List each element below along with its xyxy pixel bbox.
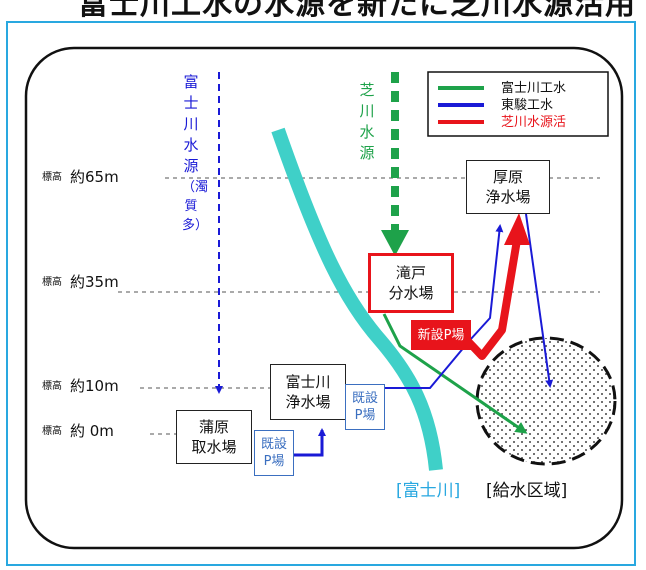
shiba-arrowhead (381, 230, 409, 256)
blue-route-kambara (294, 428, 326, 457)
supply-area (475, 336, 617, 466)
fuji-river (271, 127, 443, 471)
red-route (460, 239, 521, 360)
fuji-source-note: （濁質多） (182, 180, 209, 233)
elevation-prefix: 標高 (42, 424, 62, 437)
river-label: [富士川] (396, 481, 460, 501)
shiba-source-label: 芝川水源 (359, 81, 375, 162)
supply-area-label: [給水区域] (486, 481, 567, 501)
elevation-value: 約 0m (70, 422, 114, 440)
blue-route-to-supply (525, 213, 554, 388)
elevation-prefix: 標高 (42, 170, 62, 183)
legend-box (427, 71, 609, 137)
page-title-strip: 富士川工水の水源を新たに芝川水源活用 (0, 0, 646, 24)
elevation-value: 約65m (70, 168, 119, 186)
legend-label: 富士川工水 (501, 80, 566, 96)
legend-label: 芝川水源活 (501, 114, 566, 130)
new-pump-station: 新設P場 (411, 320, 471, 350)
fujikawa-plant: 富士川 浄水場 (270, 364, 346, 420)
elevation-prefix: 標高 (42, 379, 62, 392)
takido-station: 滝戸 分水場 (368, 253, 454, 313)
kambara-intake: 蒲原 取水場 (176, 410, 252, 464)
legend-label: 東駿工水 (501, 97, 553, 113)
page-title: 富士川工水の水源を新たに芝川水源活用 (78, 0, 636, 22)
existing-pump-station: 既設 P場 (345, 384, 385, 430)
inner-rounded-border (24, 46, 624, 550)
elevation-value: 約10m (70, 377, 119, 395)
elevation-value: 約35m (70, 273, 119, 291)
diagram-frame (6, 21, 636, 566)
fuji-source-label: 富士川水源 (183, 73, 199, 175)
existing-pump-station: 既設 P場 (254, 430, 294, 476)
atsuhara-plant: 厚原 浄水場 (466, 160, 550, 214)
elevation-labels: 標高 約65m 標高 約35m 標高 約10m 標高 約 0m (42, 168, 119, 440)
green-route (382, 313, 528, 434)
elevation-prefix: 標高 (42, 275, 62, 288)
red-arrowhead (504, 213, 530, 245)
